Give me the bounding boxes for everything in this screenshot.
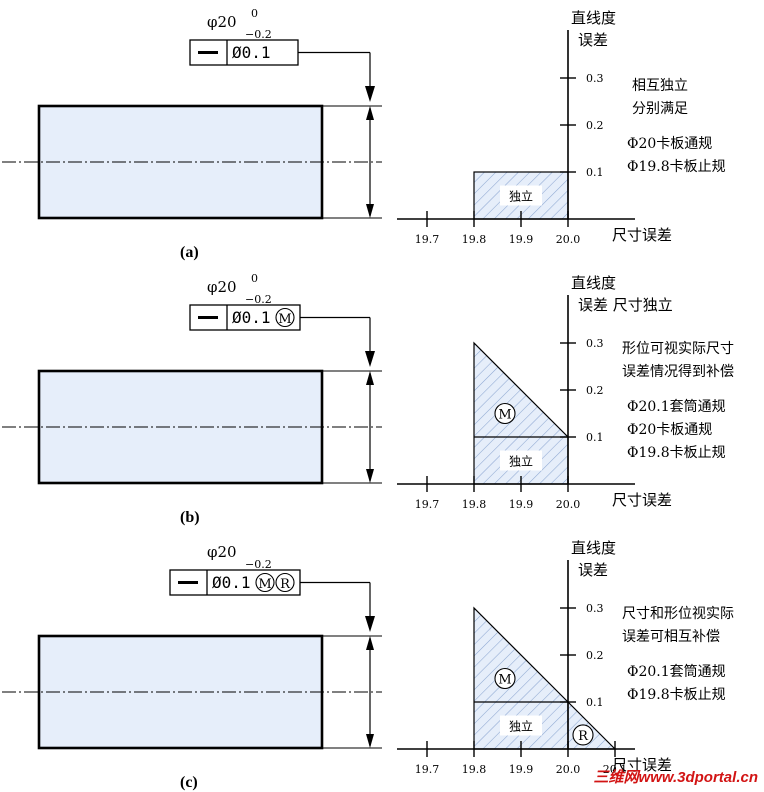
independent-label: 独立 — [509, 189, 533, 204]
y-tick-label: 0.2 — [586, 384, 604, 397]
modifier-M-circle — [255, 572, 275, 593]
y-axis-label-line1: 直线度 — [571, 274, 616, 292]
note-line: 误差可相互补偿 — [622, 629, 720, 645]
panel-a: φ20 0 −0.2Ø0.1 (a) 19.7 19.8 19.9 20.0 0.3 0.2 0.1… — [2, 7, 726, 261]
dimension-text: φ20 — [207, 278, 237, 296]
x-axis-label: 尺寸误差 — [612, 226, 672, 244]
mmc-circle — [494, 667, 516, 690]
y-tick-label: 0.3 — [586, 602, 604, 615]
note-line: 分别满足 — [632, 101, 688, 117]
note-line: 尺寸和形位视实际 — [622, 606, 734, 622]
leader-arrow — [365, 351, 375, 367]
dimension-text: φ20 — [207, 543, 237, 561]
dimension-arrow-top — [366, 106, 374, 120]
y-axis-label-line2: 误差 — [578, 31, 608, 49]
dimension-text: φ20 — [207, 13, 237, 31]
y-axis-label-line1: 直线度 — [571, 9, 616, 27]
x-tick-label: 19.9 — [509, 763, 534, 776]
note-line: 误差情况得到补偿 — [622, 363, 734, 380]
leader-arrow — [365, 616, 375, 632]
note-line: Φ19.8卡板止规 — [627, 445, 726, 461]
dimension-arrow-bottom — [366, 469, 374, 483]
x-tick-label: 20.0 — [556, 498, 581, 511]
dimension-arrow-bottom — [366, 204, 374, 218]
note-line: 形位可视实际尺寸 — [622, 341, 734, 357]
y-tick-label: 0.2 — [586, 119, 604, 132]
modifier-R-circle — [275, 572, 295, 593]
y-axis-label-line2: 误差 尺寸独立 — [578, 296, 673, 314]
note-line: Φ20.1套筒通规 — [627, 663, 726, 680]
y-tick-label: 0.3 — [586, 72, 604, 85]
tolerance-lower: −0.2 — [245, 558, 272, 571]
rfs-circle — [572, 724, 594, 746]
note-line: 相互独立 — [632, 78, 688, 94]
x-tick-label: 19.8 — [462, 763, 487, 776]
note-line: Φ20卡板通规 — [627, 136, 712, 152]
modifier-M-text: M — [258, 577, 271, 592]
x-tick-label: 19.8 — [462, 233, 487, 246]
y-tick-label: 0.1 — [586, 431, 604, 444]
y-axis-label-line1: 直线度 — [571, 539, 616, 557]
rfs-label: R — [578, 729, 589, 744]
modifier-R-text: R — [280, 577, 291, 592]
y-axis-label-line2: 误差 — [578, 561, 608, 579]
mmc-circle — [494, 402, 516, 425]
x-tick-label: 19.7 — [415, 498, 440, 511]
fcf-value: Ø0.1 — [212, 573, 251, 592]
panel-caption: (b) — [180, 509, 200, 526]
leader-arrow — [365, 86, 375, 102]
watermark: 三维网www.3dportal.cn — [594, 769, 758, 786]
note-line: Φ19.8卡板止规 — [627, 159, 726, 175]
note-line: Φ19.8卡板止规 — [627, 687, 726, 703]
note-line: Φ20.1套筒通规 — [627, 398, 726, 415]
dimension-arrow-top — [366, 636, 374, 650]
x-axis-label: 尺寸误差 — [612, 491, 672, 509]
mmc-label: M — [498, 673, 511, 688]
independent-label: 独立 — [509, 719, 533, 734]
dimension-arrow-top — [366, 371, 374, 385]
x-tick-label: 20.0 — [556, 763, 581, 776]
independent-label-bg — [500, 185, 542, 206]
x-tick-label: 19.9 — [509, 233, 534, 246]
tolerance-lower: −0.2 — [245, 28, 272, 41]
modifier-M-circle — [275, 307, 295, 328]
x-tick-label: 20.0 — [556, 233, 581, 246]
independent-label: 独立 — [509, 454, 533, 469]
note-line: Φ20卡板通规 — [627, 422, 712, 438]
fcf-value: Ø0.1 — [232, 43, 271, 62]
tolerance-upper: 0 — [251, 272, 258, 285]
y-tick-label: 0.2 — [586, 649, 604, 662]
y-tick-label: 0.1 — [586, 166, 604, 179]
independent-label-bg — [500, 450, 542, 471]
independent-label-bg — [500, 715, 542, 736]
panel-caption: (a) — [180, 244, 199, 261]
x-tick-label: 19.9 — [509, 498, 534, 511]
y-tick-label: 0.3 — [586, 337, 604, 350]
x-tick-label: 19.7 — [415, 233, 440, 246]
mmc-label: M — [498, 408, 511, 423]
x-tick-label: 19.8 — [462, 498, 487, 511]
x-tick-label: 19.7 — [415, 763, 440, 776]
x-tick-label: 20.1 — [603, 763, 628, 776]
x-axis-label: 尺寸误差 — [612, 756, 672, 774]
dimension-arrow-bottom — [366, 734, 374, 748]
tolerance-lower: −0.2 — [245, 293, 272, 306]
y-tick-label: 0.1 — [586, 696, 604, 709]
tolerance-upper: 0 — [251, 7, 258, 20]
fcf-value: Ø0.1 — [232, 308, 271, 327]
modifier-M-text: M — [278, 312, 291, 327]
panel-caption: (c) — [180, 774, 198, 791]
